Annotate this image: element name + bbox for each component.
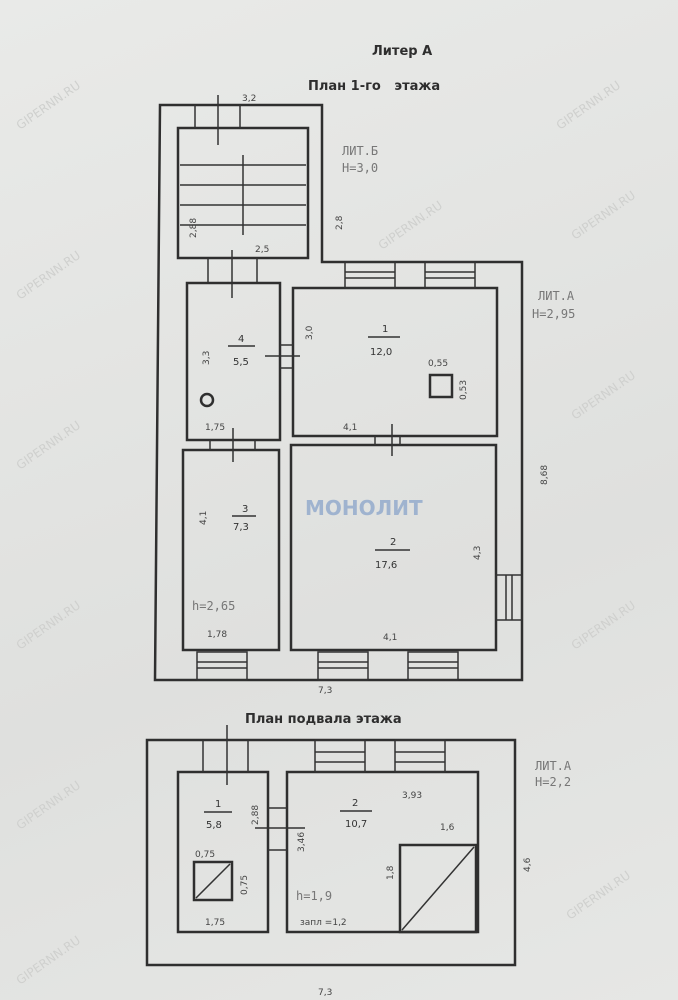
basement-dim-pit-w: 1,6	[440, 823, 455, 833]
room-2-number: 2	[390, 537, 396, 548]
basement-room-1-number: 1	[215, 799, 221, 810]
dim-r1-h: 3,0	[305, 325, 315, 340]
basement-room-1-area: 5,8	[206, 820, 222, 831]
ventilation-shaft	[428, 373, 454, 399]
first-floor-title: План 1-го этажа	[308, 79, 440, 94]
dim-r3-h: 4,1	[199, 511, 209, 525]
dim-total-h: 8,68	[540, 465, 550, 485]
basement-lit-height: H=2,2	[535, 775, 571, 789]
basement-room-height: h=1,9	[296, 889, 332, 903]
room-2-area: 17,6	[375, 560, 397, 571]
room-4-area: 5,5	[233, 357, 249, 368]
basement-dim-sq-w: 0,75	[195, 850, 215, 860]
basement-dim-r1-w: 1,75	[205, 918, 225, 928]
watermark: GIPERNN.RU	[554, 78, 623, 132]
watermark: GIPERNN.RU	[376, 198, 445, 252]
basement-dim-total-w: 7,3	[318, 988, 332, 998]
watermark: GIPERNN.RU	[14, 418, 83, 472]
lit-b-height: H=3,0	[342, 161, 378, 175]
liter-title: Литер А	[372, 44, 432, 59]
dim-total-w: 7,3	[318, 686, 332, 696]
room-3-area: 7,3	[233, 522, 249, 533]
watermark: GIPERNN.RU	[14, 248, 83, 302]
dim-r3-w: 1,78	[207, 630, 227, 640]
floor-hatch	[192, 860, 234, 902]
basement-zapl: запл =1,2	[300, 918, 347, 928]
watermark: GIPERNN.RU	[569, 188, 638, 242]
basement-plan: ЛИТ.А H=2,2 1 5,8 2,88 3,46 0,75 0,75 1,…	[145, 725, 572, 998]
basement-room-2-number: 2	[352, 798, 358, 809]
basement-dim-pit-h: 1,8	[386, 865, 396, 880]
brand-watermark: МОНОЛИТ	[305, 496, 423, 520]
room-height: h=2,65	[192, 599, 235, 613]
basement-title: План подвала этажа	[245, 712, 402, 727]
dim-r2-w: 4,1	[383, 633, 397, 643]
basement-dim-total-h: 4,6	[523, 857, 533, 872]
dim-top: 3,2	[242, 94, 256, 104]
dim-stair-h: 2,88	[189, 218, 199, 238]
dim-stair-w: 2,5	[255, 245, 269, 255]
basement-dim-r1-h: 2,88	[251, 805, 261, 825]
basement-dim-r2-h: 3,46	[297, 832, 307, 852]
lit-b-name: ЛИТ.Б	[342, 144, 378, 158]
dim-vent-w: 0,55	[428, 359, 448, 369]
stove-icon	[199, 392, 215, 408]
basement-lit-name: ЛИТ.А	[535, 759, 572, 773]
basement-dim-r2-w: 3,93	[402, 791, 422, 801]
watermark: GIPERNN.RU	[14, 933, 83, 987]
room-1-number: 1	[382, 324, 388, 335]
watermark: GIPERNN.RU	[14, 598, 83, 652]
dim-r4-h: 3,3	[202, 351, 212, 365]
watermarks: GIPERNN.RU GIPERNN.RU GIPERNN.RU GIPERNN…	[14, 78, 638, 987]
dim-r2-h: 4,3	[473, 546, 483, 560]
basement-dim-sq-h: 0,75	[240, 875, 250, 895]
watermark: GIPERNN.RU	[14, 778, 83, 832]
dim-vent-h: 0,53	[459, 380, 469, 400]
watermark: GIPERNN.RU	[14, 78, 83, 132]
lit-a-name: ЛИТ.А	[538, 289, 575, 303]
pit	[398, 843, 478, 934]
dim-r1-w: 4,1	[343, 423, 357, 433]
lit-a-height: H=2,95	[532, 307, 575, 321]
room-3-number: 3	[242, 504, 248, 515]
room-4-number: 4	[238, 334, 244, 345]
first-floor-plan: 3,2 2,88 2,5 2,8 ЛИТ.Б H=3,0 ЛИТ.А H=2,9…	[153, 94, 575, 696]
windows	[196, 261, 523, 681]
dim-r4-w: 1,75	[205, 423, 225, 433]
watermark: GIPERNN.RU	[569, 368, 638, 422]
room-1-area: 12,0	[370, 347, 392, 358]
basement-room-2-area: 10,7	[345, 819, 367, 830]
dim-stair-right: 2,8	[335, 215, 345, 230]
watermark: GIPERNN.RU	[569, 598, 638, 652]
watermark: GIPERNN.RU	[564, 868, 633, 922]
